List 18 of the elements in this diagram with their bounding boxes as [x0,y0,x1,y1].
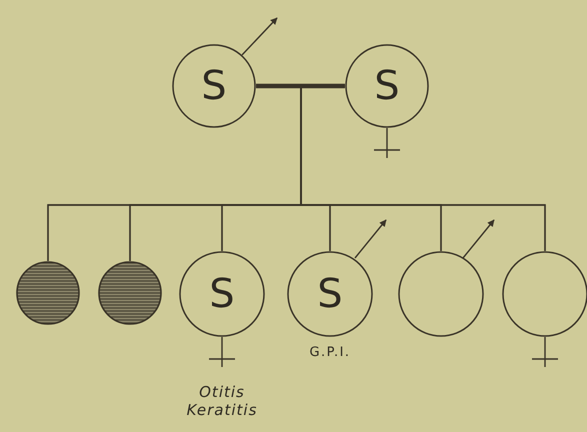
node-letter: S [316,274,344,314]
pedigree-circle [179,251,265,337]
node-letter: S [208,274,236,314]
arrow [354,219,387,258]
node-letter: S [200,66,228,106]
descent-line [300,85,546,251]
arrow [462,219,495,258]
hatched-circle [16,261,80,325]
marriage-line [256,84,345,88]
annotation-text: G.P.I. [308,345,352,360]
pedigree-circle [287,251,373,337]
node-letter: S [373,66,401,106]
hatched-circle [98,261,162,325]
pedigree-circle [345,44,429,128]
annotation-text: Otitis Keratitis [186,383,258,419]
arrow [242,18,278,56]
pedigree-circle [172,44,256,128]
pedigree-circle [398,251,484,337]
